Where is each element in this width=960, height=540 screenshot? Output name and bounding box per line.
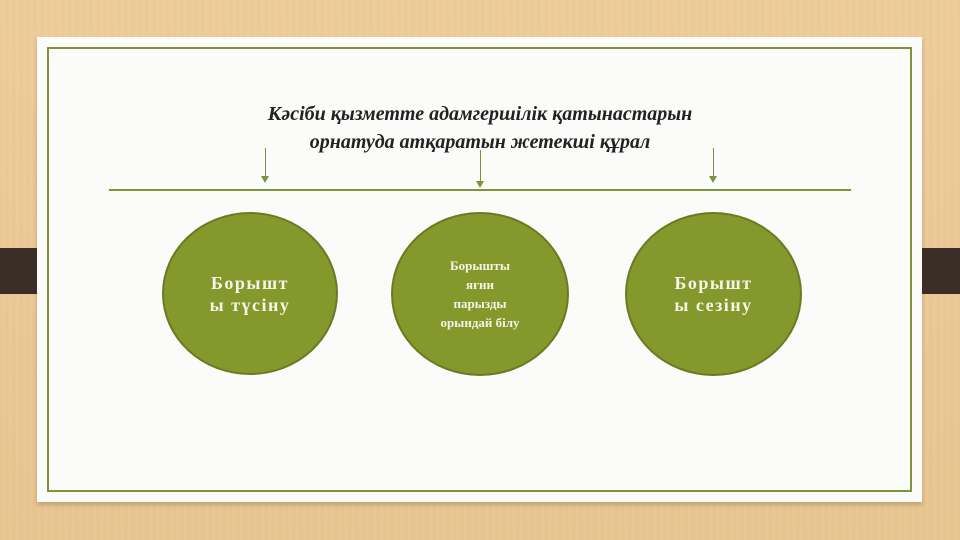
- connector-line: [109, 189, 851, 191]
- node-text: ы түсіну: [209, 294, 291, 315]
- node-text: яғни: [466, 277, 494, 292]
- node-text: парызды: [453, 296, 507, 311]
- diagram-title: Кәсіби қызметте адамгершілік қатынастары…: [180, 100, 780, 156]
- title-line-1: Кәсіби қызметте адамгершілік қатынастары…: [267, 103, 693, 125]
- node-text: Борышт: [674, 273, 753, 293]
- node-fulfill-duty: Борышты яғни парызды орындай білу: [391, 212, 569, 376]
- node-text: ы сезіну: [674, 295, 753, 315]
- node-understand-duty: Борышт ы түсіну: [162, 212, 338, 375]
- node-feel-duty: Борышт ы сезіну: [625, 212, 802, 376]
- title-line-2: орнатуда атқаратын жетекші құрал: [309, 131, 651, 153]
- node-text: орындай білу: [440, 315, 520, 330]
- node-text: Борышты: [450, 258, 510, 273]
- node-text: Борышт: [210, 272, 289, 293]
- slide-border: [47, 47, 912, 492]
